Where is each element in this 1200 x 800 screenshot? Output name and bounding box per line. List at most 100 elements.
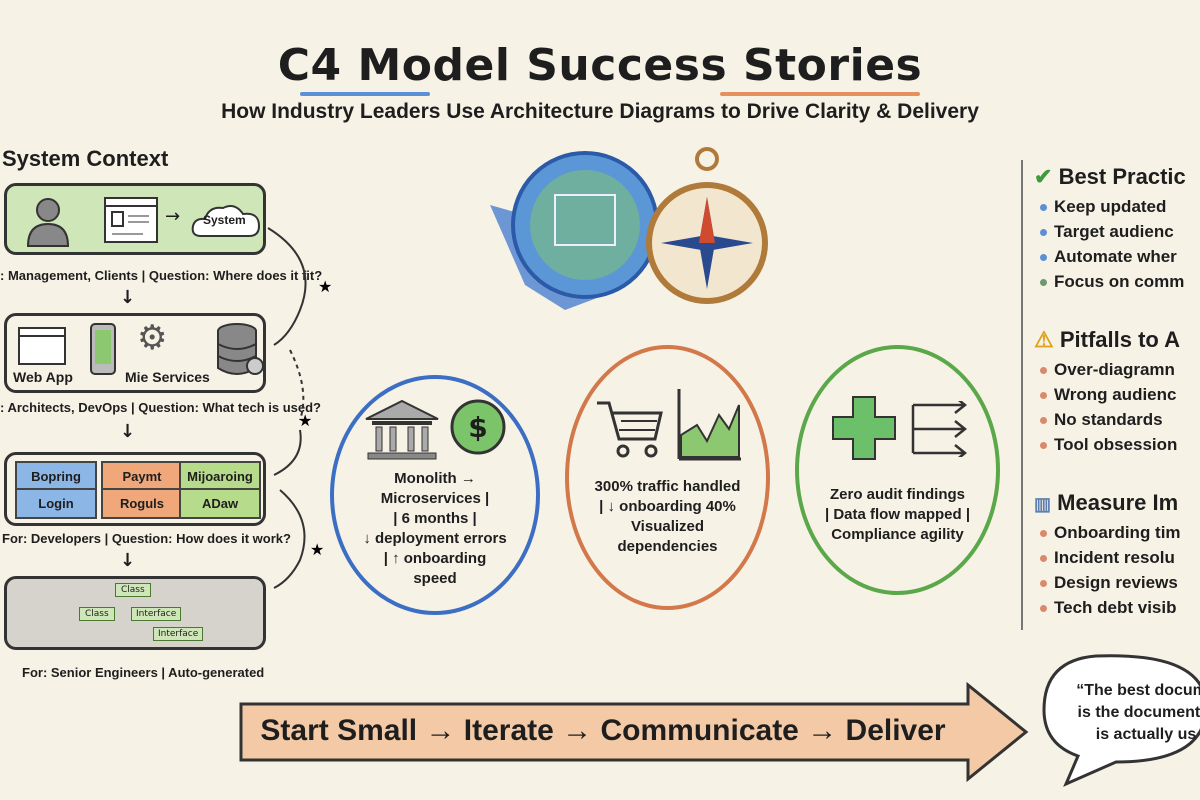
list-item: Wrong audienc <box>1040 382 1200 407</box>
arrow-down-icon: ↓ <box>120 550 136 571</box>
measure-impact-section: ▥ Measure Im Onboarding tim Incident res… <box>1034 490 1200 620</box>
case-line: Monolith → <box>394 470 476 487</box>
measure-heading: Measure Im <box>1057 490 1179 515</box>
case-study-ecommerce: 300% traffic handled | ↓ onboarding 40% Vi… <box>565 345 770 610</box>
case-line: | Data flow mapped | <box>824 506 971 523</box>
dollar-coin-icon: $ <box>450 399 506 455</box>
blueprint-compass-illustration <box>490 147 768 310</box>
code-level-box: Class Class Interface Interface <box>4 576 266 650</box>
case-text: Zero audit findings | Data flow mapped | C… <box>799 485 996 545</box>
case-line: | ↓ onboarding 40% <box>599 498 736 515</box>
svg-text:★: ★ <box>298 411 312 430</box>
best-practices-heading: Best Practic <box>1058 164 1186 189</box>
column-divider <box>1021 160 1023 630</box>
module-name: ADaw <box>201 496 239 511</box>
best-practices-section: ✔ Best Practic Keep updated Target audie… <box>1034 164 1200 294</box>
bank-icon <box>365 399 439 460</box>
svg-text:★: ★ <box>310 540 324 559</box>
case-study-healthcare: Zero audit findings | Data flow mapped | C… <box>795 345 1000 595</box>
module-name: Bopring <box>17 463 95 490</box>
pitfalls-heading: Pitfalls to A <box>1059 327 1181 352</box>
speech-bubble <box>1042 654 1200 787</box>
case-line: Visualized <box>630 518 705 535</box>
case-text: 300% traffic handled | ↓ onboarding 40% Vi… <box>569 477 766 557</box>
banner-text: Start Small → Iterate → Communicate → De… <box>260 714 946 747</box>
warning-icon: ⚠ <box>1034 327 1054 352</box>
database-icon <box>217 323 264 375</box>
title-underline-blue <box>300 92 430 96</box>
list-item: Automate wher <box>1040 244 1200 269</box>
web-app-icon <box>18 327 66 365</box>
arrow-down-icon: ↓ <box>120 287 136 308</box>
data-flow-icon <box>911 401 968 457</box>
plus-icon <box>832 396 896 460</box>
case-study-bank: $ Monolith → Microservices | | 6 months | ↓… <box>330 375 540 615</box>
list-item: Over-diagramn <box>1040 357 1200 382</box>
context-caption: : Management, Clients | Question: Where … <box>0 268 323 283</box>
case-line: | 6 months | <box>393 510 477 527</box>
interface-node: Interface <box>153 627 204 641</box>
bar-chart-icon: ▥ <box>1034 494 1052 514</box>
svg-text:★: ★ <box>318 277 332 296</box>
zoom-arrows: ★ ★ ★ <box>267 227 332 589</box>
list-item: Onboarding tim <box>1040 520 1200 545</box>
case-text: Monolith → Microservices | | 6 months | ↓ d… <box>334 469 536 589</box>
case-line: Zero audit findings <box>830 486 965 503</box>
arrow-down-icon: ↓ <box>120 421 136 442</box>
svg-text:$: $ <box>468 411 487 444</box>
module-name: Login <box>38 496 74 511</box>
list-item: Design reviews <box>1040 570 1200 595</box>
context-level-box: → System <box>4 183 266 255</box>
list-item: Incident resolu <box>1040 545 1200 570</box>
web-app-label: Web App <box>13 369 73 385</box>
checkmark-icon: ✔ <box>1034 164 1053 189</box>
list-item: Tech debt visib <box>1040 595 1200 620</box>
page-title: C4 Model Success Stories <box>277 40 923 91</box>
cloud-icon <box>191 205 261 237</box>
growth-chart-icon <box>677 389 741 461</box>
container-caption: : Architects, DevOps | Question: What te… <box>0 400 321 415</box>
case-line: dependencies <box>617 538 718 555</box>
services-label: Mie Services <box>125 369 210 385</box>
arrow-right-icon: → <box>165 206 181 227</box>
code-caption: For: Senior Engineers | Auto-generated <box>22 665 265 680</box>
gear-icon: ⚙ <box>137 318 168 358</box>
page-subtitle: How Industry Leaders Use Architecture Di… <box>221 100 979 123</box>
banner-arrow <box>239 682 1029 782</box>
quote-line: “The best docume <box>1076 682 1200 699</box>
component-caption: For: Developers | Question: How does it … <box>2 531 291 546</box>
class-node: Class <box>79 607 115 621</box>
system-label: System <box>203 213 246 227</box>
system-context-heading: System Context <box>2 146 169 171</box>
list-item: Keep updated <box>1040 194 1200 219</box>
module-name: Roguls <box>119 496 165 511</box>
interface-node: Interface <box>131 607 182 621</box>
case-line: 300% traffic handled <box>594 478 741 495</box>
list-item: Target audienc <box>1040 219 1200 244</box>
case-line: | ↑ onboarding <box>383 550 487 567</box>
pitfalls-section: ⚠ Pitfalls to A Over-diagramn Wrong audi… <box>1034 327 1200 457</box>
class-node: Class <box>115 583 151 597</box>
quote-text: “The best docume is the documentat is ac… <box>1046 680 1200 746</box>
mobile-icon <box>90 323 116 375</box>
title-underline-orange <box>720 92 920 96</box>
browser-window-icon <box>104 197 158 243</box>
case-line: Microservices | <box>380 490 490 507</box>
quote-line: is the documentat <box>1077 704 1200 721</box>
case-line: speed <box>413 570 457 587</box>
person-icon <box>26 198 70 247</box>
cart-icon <box>597 401 663 458</box>
case-line: Compliance agility <box>831 526 964 543</box>
list-item: Tool obsession <box>1040 432 1200 457</box>
module-name: Paymt <box>103 463 181 490</box>
case-line: ↓ deployment errors <box>363 530 507 547</box>
module-name: Mijoaroing <box>181 463 259 490</box>
list-item: No standards <box>1040 407 1200 432</box>
list-item: Focus on comm <box>1040 269 1200 294</box>
quote-line: is actually us <box>1095 726 1197 743</box>
container-level-box: Web App ⚙ Mie Services <box>4 313 266 393</box>
